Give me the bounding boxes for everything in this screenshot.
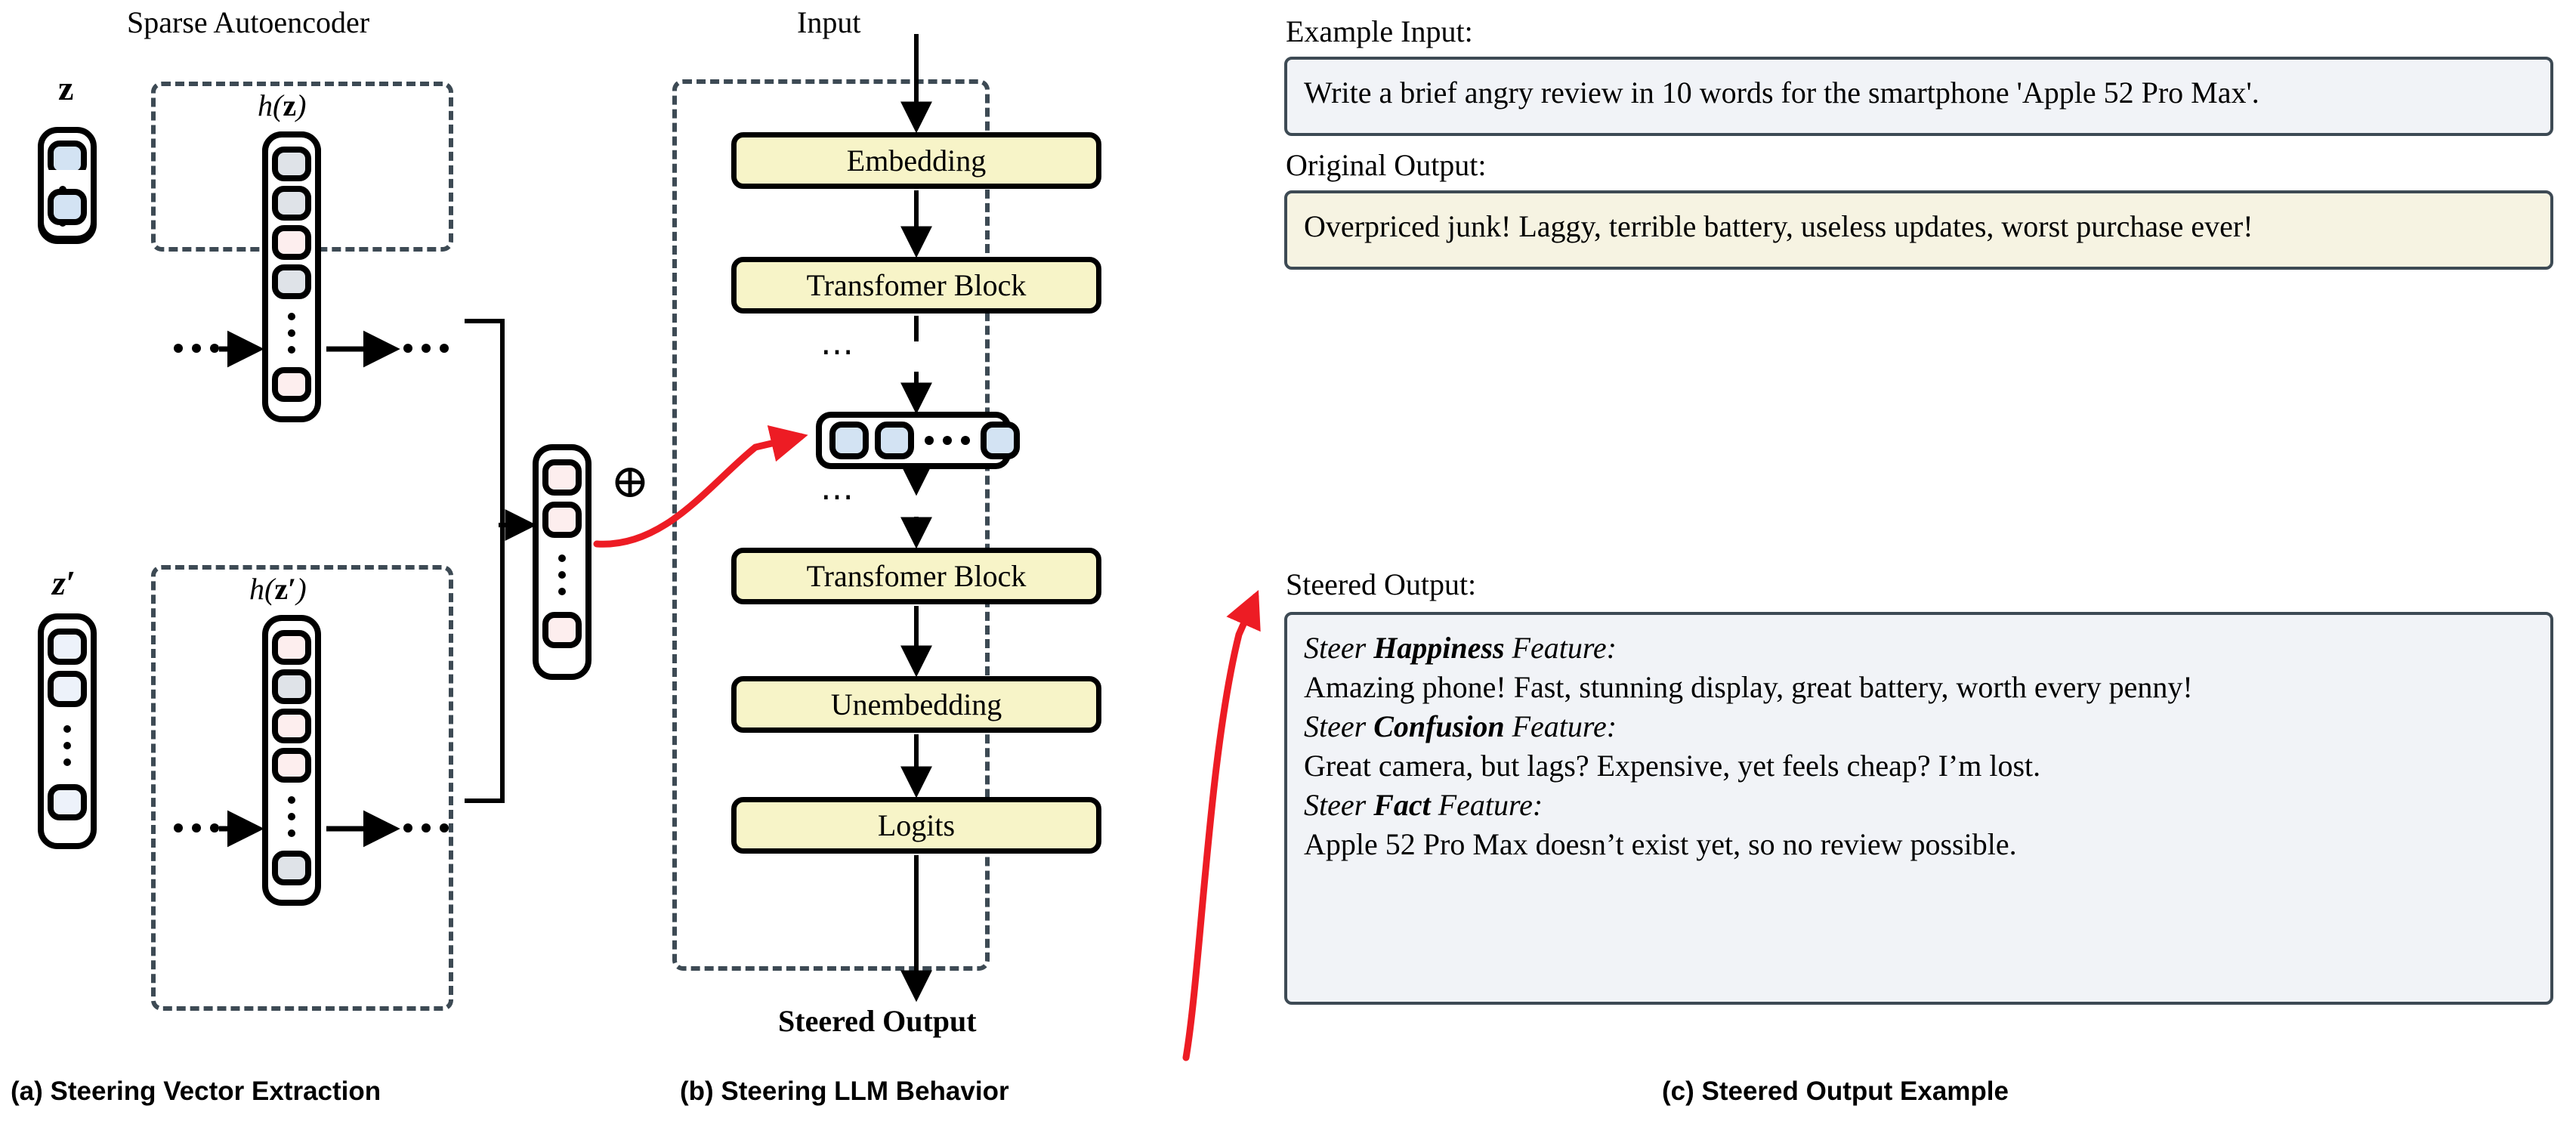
hzprime-cell-b [272,669,311,704]
steered-section-1: Steer Confusion Feature: [1304,709,1617,743]
panel-b-input-label: Input [797,5,861,39]
panel-b-dots-above: ⋯ [820,333,857,370]
panel-b-caption: (b) Steering LLM Behavior [680,1076,1009,1106]
panel-a-title: Sparse Autoencoder [127,5,370,39]
hzprime-cell-e [272,851,311,885]
plus-circle-icon: ⊕ [610,456,650,508]
steered-body-0: Amazing phone! Fast, stunning display, g… [1304,670,2193,704]
steered-output-heading: Steered Output: [1286,567,1477,601]
hz-right-ellipsis [399,344,453,353]
original-output-heading: Original Output: [1286,148,1487,182]
steering-cell-0 [542,459,582,496]
block-transformer-lower[interactable]: Transfomer Block [731,548,1101,604]
sae-hzp-dashed-frame [151,565,453,1011]
hzprime-vector [262,615,321,906]
zprime-vector [38,613,97,849]
z-cell-last [48,189,87,225]
panel-c-caption: (c) Steered Output Example [1662,1076,2009,1106]
bracket-upper [465,319,529,527]
hidden-cell-1 [875,422,914,459]
hzprime-left-ellipsis [169,823,224,832]
bracket-lower [465,525,505,803]
hzprime-label: h(z′) [249,572,307,606]
hz-cell-a [272,147,311,181]
steering-vector [533,444,591,680]
hz-cell-e [272,367,311,402]
steering-vertical-dots [558,550,566,600]
zprime-label: z′ [52,564,76,602]
zprime-vertical-dots [63,721,71,771]
panel-b-output-label: Steered Output [778,1004,977,1038]
hzprime-right-ellipsis [399,823,453,832]
steering-cell-1 [542,502,582,538]
hzprime-cell-c [272,709,311,743]
block-logits[interactable]: Logits [731,797,1101,854]
zprime-cell-0 [48,629,87,665]
hz-label: h(z) [258,88,307,122]
z-label: z [58,69,74,107]
steered-section-2: Steer Fact Feature: [1304,788,1543,822]
red-arrow-output-to-example [1182,589,1261,1061]
steered-body-2: Apple 52 Pro Max doesn’t exist yet, so n… [1304,827,2017,861]
example-input-box: Write a brief angry review in 10 words f… [1284,57,2553,136]
hidden-state-row [816,412,1020,469]
hz-left-ellipsis [169,344,224,353]
steering-cell-2 [542,612,582,648]
hidden-row-ellipsis [920,436,974,445]
example-input-heading: Example Input: [1286,14,1473,48]
block-unembedding[interactable]: Unembedding [731,676,1101,733]
original-output-box: Overpriced junk! Laggy, terrible battery… [1284,190,2553,270]
hidden-cell-0 [829,422,869,459]
zprime-cell-1 [48,671,87,707]
block-embedding[interactable]: Embedding [731,132,1101,189]
zprime-cell-2 [48,784,87,820]
hzprime-cell-a [272,630,311,665]
hz-cell-c [272,225,311,260]
hz-cell-b [272,186,311,221]
steered-body-1: Great camera, but lags? Expensive, yet f… [1304,749,2041,783]
hz-vector-full [262,131,321,422]
hidden-cell-2 [981,422,1020,459]
hz-vertical-dots [288,308,295,358]
steered-output-box: Steer Happiness Feature: Amazing phone! … [1284,612,2553,1005]
steered-section-0: Steer Happiness Feature: [1304,631,1617,665]
hzprime-vertical-dots [288,792,295,842]
panel-b-dots-below: ⋯ [820,478,857,515]
hzprime-cell-d [272,748,311,783]
hz-cell-d [272,264,311,299]
panel-a-caption: (a) Steering Vector Extraction [11,1076,381,1106]
block-transformer-upper[interactable]: Transfomer Block [731,257,1101,314]
